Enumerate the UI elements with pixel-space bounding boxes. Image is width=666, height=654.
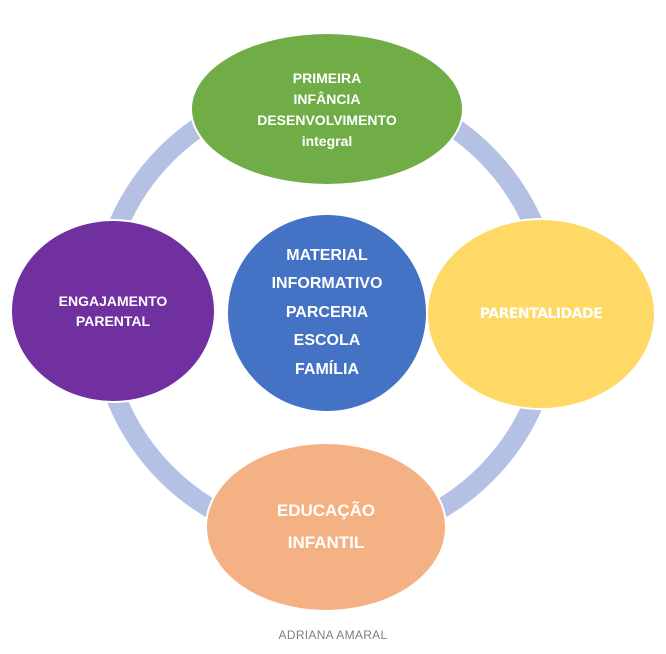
node-primeira-infancia-line-3: DESENVOLVIMENTO: [257, 112, 397, 128]
node-engajamento-parental-line-2: PARENTAL: [75, 313, 151, 329]
node-parentalidade: PARENTALIDADE: [426, 218, 656, 410]
node-center-line-5: FAMÍLIA: [295, 360, 359, 378]
node-engajamento-parental-line-1: ENGAJAMENTO: [58, 293, 168, 309]
node-center-line-1: MATERIAL: [286, 246, 368, 264]
node-center-line-2: INFORMATIVO: [271, 275, 383, 293]
node-primeira-infancia-line-2: INFÂNCIA: [293, 91, 361, 107]
node-primeira-infancia-line-1: PRIMEIRA: [292, 70, 362, 86]
node-engajamento-parental: ENGAJAMENTO PARENTAL: [10, 219, 216, 403]
author-credit: ADRIANA AMARAL: [278, 628, 388, 642]
node-primeira-infancia: PRIMEIRA INFÂNCIA DESENVOLVIMENTO integr…: [190, 32, 464, 186]
node-center-line-3: PARCERIA: [285, 303, 369, 321]
node-parentalidade-line-1: PARENTALIDADE: [479, 306, 603, 322]
node-educacao-infantil-line-2: INFANTIL: [287, 533, 365, 552]
node-educacao-infantil-line-1: EDUCAÇÃO: [276, 501, 376, 520]
node-center-material-informativo: MATERIAL INFORMATIVO PARCERIA ESCOLA FAM…: [226, 213, 428, 413]
node-educacao-infantil: EDUCAÇÃO INFANTIL: [205, 442, 447, 612]
node-primeira-infancia-line-4: integral: [301, 133, 353, 149]
node-center-line-4: ESCOLA: [293, 332, 361, 350]
